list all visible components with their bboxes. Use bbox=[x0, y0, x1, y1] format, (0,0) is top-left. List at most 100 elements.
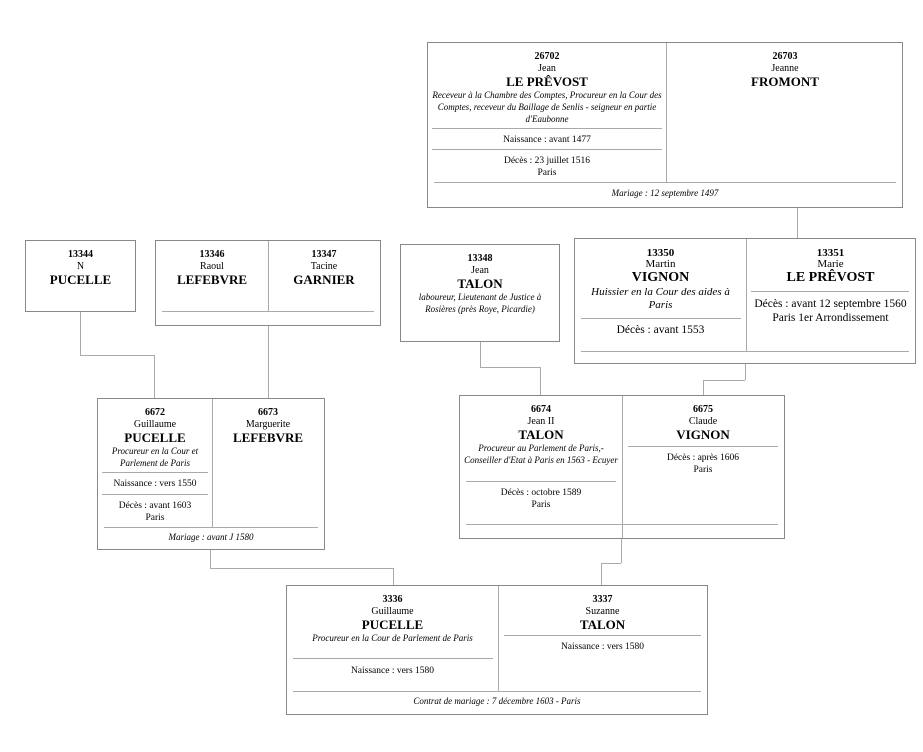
person-card-13346[interactable]: 13346 Raoul LEFEBVRE bbox=[156, 241, 268, 287]
death-place: Paris bbox=[537, 168, 557, 178]
person-occupation: Procureur au Parlement de Paris,- Consei… bbox=[464, 443, 618, 465]
person-number: 13347 bbox=[311, 249, 337, 260]
person-card-13348[interactable]: 13348 Jean TALON laboureur, Lieutenant d… bbox=[401, 245, 559, 315]
death-fact: Décès : avant 12 septembre 1560 bbox=[754, 298, 907, 310]
divider bbox=[666, 43, 667, 183]
couple-box-13346-13347[interactable]: 13346 Raoul LEFEBVRE 13347 Tacine GARNIE… bbox=[155, 240, 381, 326]
birth-fact: Naissance : vers 1550 bbox=[113, 479, 197, 489]
marriage-fact: Mariage : 12 septembre 1497 bbox=[611, 188, 719, 198]
divider bbox=[104, 527, 318, 528]
person-given-name: N bbox=[76, 261, 85, 272]
person-number: 6675 bbox=[693, 404, 713, 415]
person-card-6674[interactable]: 6674 Jean II TALON Procureur au Parlemen… bbox=[460, 396, 622, 466]
couple-box-26702-26703[interactable]: 26702 Jean LE PRÊVOST Receveur à la Cham… bbox=[427, 42, 903, 208]
person-card-13350[interactable]: 13350 Martin VIGNON Huissier en la Cour … bbox=[575, 239, 746, 312]
person-occupation: Procureur en la Cour de Parlement de Par… bbox=[312, 633, 473, 643]
divider bbox=[212, 399, 213, 527]
connector-line bbox=[703, 380, 745, 381]
birth-fact: Naissance : avant 1477 bbox=[503, 135, 591, 145]
person-surname: LEFEBVRE bbox=[232, 430, 304, 445]
divider bbox=[622, 396, 623, 538]
divider bbox=[581, 351, 909, 352]
connector-line bbox=[480, 342, 481, 367]
person-number: 3337 bbox=[592, 594, 613, 605]
person-surname: PUCELLE bbox=[361, 617, 424, 632]
connector-line bbox=[621, 539, 622, 563]
person-card-3337[interactable]: 3337 Suzanne TALON bbox=[498, 586, 707, 632]
person-card-13347[interactable]: 13347 Tacine GARNIER bbox=[268, 241, 380, 287]
person-given-name: Guillaume bbox=[371, 606, 414, 617]
person-box-13344[interactable]: 13344 N PUCELLE bbox=[25, 240, 136, 312]
death-fact: Décès : octobre 1589 bbox=[500, 488, 582, 498]
divider bbox=[751, 291, 909, 292]
death-place: Paris 1er Arrondissement bbox=[772, 312, 889, 324]
person-surname: TALON bbox=[457, 276, 503, 291]
couple-box-3336-3337[interactable]: 3336 Guillaume PUCELLE Procureur en la C… bbox=[286, 585, 708, 715]
person-card-13344[interactable]: 13344 N PUCELLE bbox=[26, 241, 135, 287]
person-given-name: Raoul bbox=[200, 261, 224, 272]
person-card-6673[interactable]: 6673 Marguerite LEFEBVRE bbox=[212, 399, 324, 445]
person-card-3336[interactable]: 3336 Guillaume PUCELLE Procureur en la C… bbox=[287, 586, 498, 644]
connector-line bbox=[540, 367, 541, 395]
birth-fact: Naissance : vers 1580 bbox=[560, 642, 645, 652]
person-card-13351[interactable]: 13351 Marie LE PRÊVOST bbox=[746, 239, 915, 286]
death-fact: Décès : après 1606 bbox=[666, 453, 739, 463]
connector-line bbox=[268, 326, 269, 398]
person-surname: VIGNON bbox=[631, 270, 690, 285]
person-given-name: Claude bbox=[688, 416, 718, 427]
person-surname: FROMONT bbox=[751, 74, 819, 89]
divider bbox=[102, 494, 208, 495]
death-place: Paris bbox=[145, 513, 165, 523]
connector-line bbox=[745, 364, 746, 380]
divider bbox=[581, 318, 741, 319]
couple-box-6672-6673[interactable]: 6672 Guillaume PUCELLE Procureur en la C… bbox=[97, 398, 325, 550]
person-surname: VIGNON bbox=[676, 427, 730, 442]
person-card-26703[interactable]: 26703 Jeanne FROMONT bbox=[666, 43, 904, 89]
person-surname: PUCELLE bbox=[49, 272, 112, 287]
person-card-26702[interactable]: 26702 Jean LE PRÊVOST Receveur à la Cham… bbox=[428, 43, 666, 125]
connector-line bbox=[210, 568, 393, 569]
person-given-name: Jean bbox=[471, 265, 489, 276]
person-number: 6673 bbox=[258, 407, 278, 418]
couple-box-6674-6675[interactable]: 6674 Jean II TALON Procureur au Parlemen… bbox=[459, 395, 785, 539]
marriage-fact: Contrat de mariage : 7 décembre 1603 - P… bbox=[413, 696, 581, 706]
person-surname: TALON bbox=[518, 427, 564, 442]
person-surname: LE PRÊVOST bbox=[506, 74, 588, 89]
divider bbox=[746, 239, 747, 351]
couple-box-13350-13351[interactable]: 13350 Martin VIGNON Huissier en la Cour … bbox=[574, 238, 916, 364]
person-number: 13344 bbox=[68, 249, 93, 260]
divider bbox=[504, 635, 701, 636]
person-number: 13351 bbox=[816, 247, 845, 259]
person-box-13348[interactable]: 13348 Jean TALON laboureur, Lieutenant d… bbox=[400, 244, 560, 342]
person-given-name: Suzanne bbox=[585, 606, 620, 617]
person-surname: LE PRÊVOST bbox=[786, 270, 875, 285]
person-given-name: Jeanne bbox=[771, 63, 799, 74]
connector-line bbox=[210, 550, 211, 568]
person-surname: GARNIER bbox=[293, 272, 355, 287]
person-surname: PUCELLE bbox=[124, 430, 186, 445]
person-given-name: Guillaume bbox=[133, 419, 177, 430]
divider bbox=[434, 182, 896, 183]
connector-line bbox=[601, 563, 621, 564]
divider bbox=[466, 524, 778, 525]
divider bbox=[432, 128, 662, 129]
person-occupation: laboureur, Lieutenant de Justice à Rosiè… bbox=[418, 292, 542, 314]
person-number: 13348 bbox=[467, 253, 493, 264]
connector-line bbox=[80, 355, 154, 356]
divider bbox=[432, 149, 662, 150]
connector-line bbox=[154, 355, 155, 398]
person-card-6672[interactable]: 6672 Guillaume PUCELLE Procureur en la C… bbox=[98, 399, 212, 469]
connector-line bbox=[480, 367, 540, 368]
person-card-6675[interactable]: 6675 Claude VIGNON bbox=[622, 396, 784, 442]
person-occupation: Procureur en la Cour et Parlement de Par… bbox=[111, 446, 199, 468]
connector-line bbox=[703, 380, 704, 395]
person-number: 13350 bbox=[646, 247, 675, 259]
death-place: Paris bbox=[531, 500, 551, 510]
connector-line bbox=[80, 312, 81, 355]
birth-fact: Naissance : vers 1580 bbox=[350, 666, 435, 676]
person-number: 3336 bbox=[382, 594, 403, 605]
death-fact: Décès : 23 juillet 1516 bbox=[503, 156, 590, 166]
person-given-name: Jean II bbox=[527, 416, 555, 427]
person-given-name: Marie bbox=[817, 258, 844, 270]
divider bbox=[162, 311, 374, 312]
